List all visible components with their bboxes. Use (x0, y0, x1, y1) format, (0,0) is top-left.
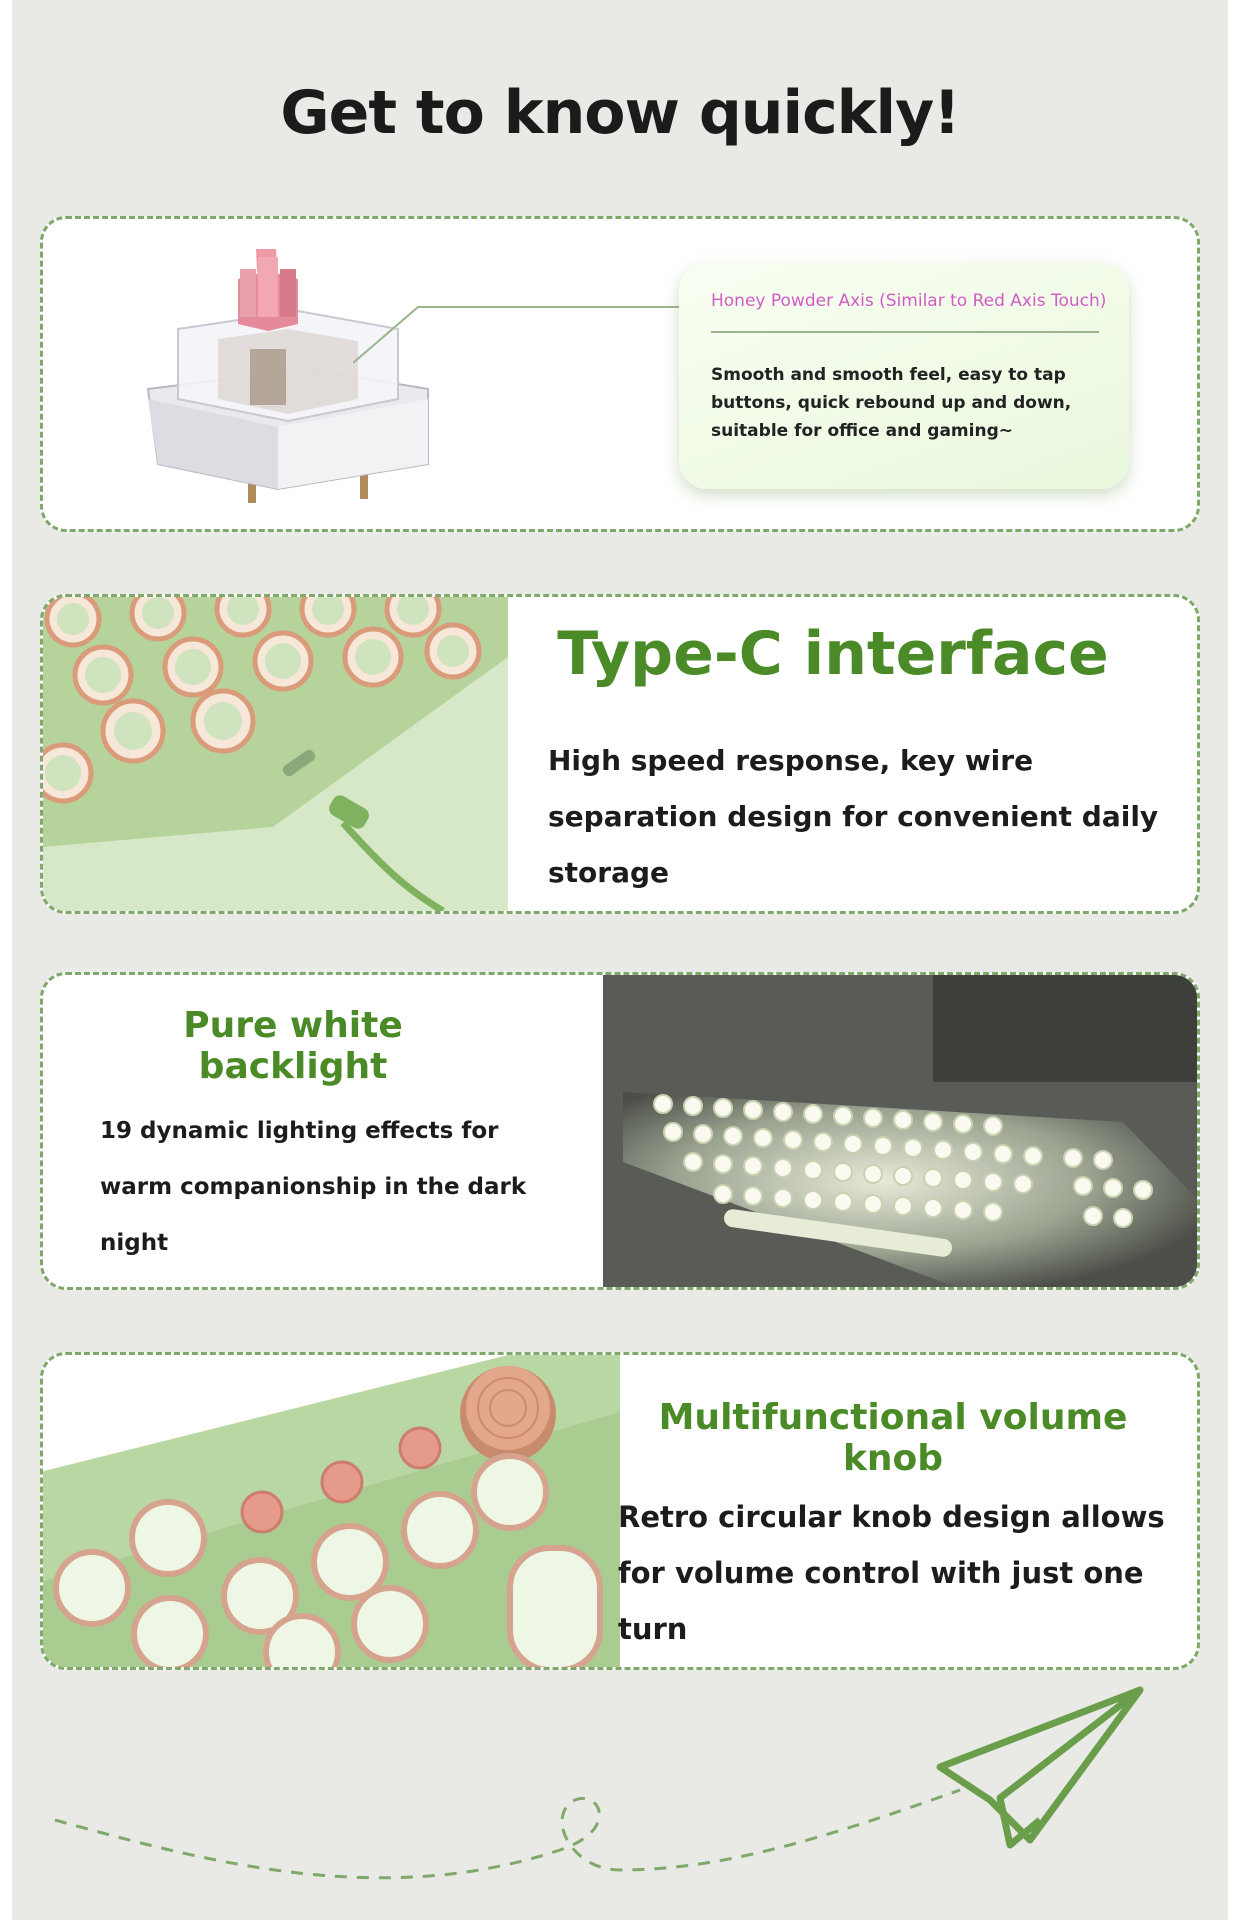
knob-description: Retro circular knob design allows for vo… (618, 1500, 1165, 1646)
paper-plane-icon (936, 1686, 1144, 1849)
typec-title: Type-C interface (557, 619, 1109, 689)
switch-callout-body: Smooth and smooth feel, easy to tap butt… (711, 365, 1072, 441)
paper-plane-decoration (54, 1686, 1144, 1880)
switch-callout-title: Honey Powder Axis (Similar to Red Axis T… (711, 291, 1107, 311)
callout-connector-line (353, 306, 679, 364)
knob-feature-card: Multifunctional volume knob Retro circul… (40, 1352, 1200, 1670)
knob-title: Multifunctional volume knob (658, 1397, 1128, 1479)
keyboard-typec-image (43, 597, 508, 911)
volume-knob-image (43, 1355, 620, 1667)
backlit-keyboard-image (603, 975, 1197, 1287)
typec-description: High speed response, key wire separation… (548, 744, 1159, 889)
callout-divider (711, 331, 1099, 333)
backlight-description: 19 dynamic lighting effects for warm com… (100, 1118, 527, 1256)
mechanical-switch-image (146, 249, 429, 503)
backlight-title: Pure white backlight (183, 1005, 403, 1087)
switch-feature-card: Honey Powder Axis (Similar to Red Axis T… (40, 216, 1200, 532)
switch-callout-box: Honey Powder Axis (Similar to Red Axis T… (679, 263, 1129, 489)
backlight-feature-card: Pure white backlight 19 dynamic lighting… (40, 972, 1200, 1290)
typec-feature-card: Type-C interface High speed response, ke… (40, 594, 1200, 914)
page-title: Get to know quickly! (280, 78, 960, 148)
